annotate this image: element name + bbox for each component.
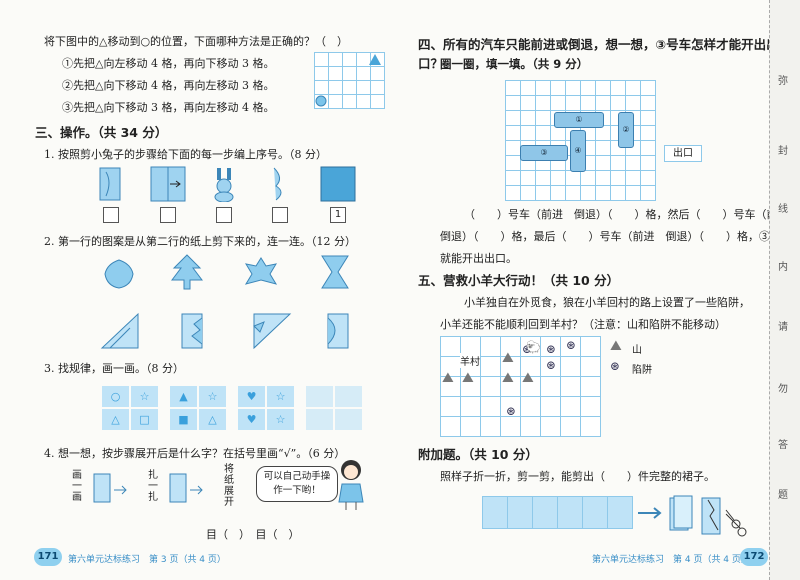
village-label: 羊村 (460, 353, 480, 368)
girl-illustration (338, 460, 364, 510)
exit-label: 出口 (664, 145, 702, 162)
folded-paper-4 (327, 313, 349, 349)
section-4-title: 四、所有的汽车只能前进或倒退，想一想，③号车怎样才能开出出口？ (418, 37, 779, 71)
pattern-2: ▲☆■△ (170, 386, 226, 430)
step-answer-box-filled[interactable]: 1 (330, 207, 346, 223)
q3-text: 3. 找规律，画一画。（8 分） (44, 362, 184, 375)
section-5-title: 五、营救小羊大行动！（共 10 分） (418, 273, 620, 288)
trap-icon: ⊛ (506, 404, 517, 418)
speech-bubble: 可以自己动手操作一下哟！ (256, 466, 338, 502)
half-rabbit-step (273, 167, 282, 201)
cutout-shape-blob (104, 259, 134, 289)
sidebar-char: 题 (778, 490, 788, 501)
step-answer-box[interactable] (160, 207, 176, 223)
legend-trap-label: 陷阱 (632, 365, 652, 376)
page-number-left: 171 (34, 548, 62, 566)
trap-icon: ⊛ (546, 358, 557, 372)
paper-strip (482, 496, 633, 529)
mountain-icon: ⛰ (442, 370, 454, 386)
triangle-icon (369, 54, 381, 65)
q6-text: 将下图中的△移动到○的位置，下面哪种方法是正确的？（ ） (44, 35, 349, 48)
folded-stack-icon (669, 495, 693, 531)
pattern-1: ○☆△□ (102, 386, 158, 430)
mountain-icon: ⛰ (502, 350, 514, 366)
sidebar-char: 内 (778, 262, 788, 273)
step-answer-box[interactable] (103, 207, 119, 223)
folded-paper-icon (93, 473, 127, 503)
sidebar-char: 请 (778, 322, 788, 333)
car-2[interactable]: ② (618, 112, 634, 148)
mountain-icon: ⛰ (462, 370, 474, 386)
folded-paper-3 (253, 313, 292, 350)
section-4-line-3: 就能开出出口。 (440, 252, 517, 265)
arrow-icon (638, 507, 662, 519)
car-3[interactable]: ③ (520, 145, 568, 161)
section-3-title: 三、操作。（共 34 分） (35, 125, 168, 140)
trap-icon: ⊛ (522, 342, 533, 356)
q6-option-1: ①先把△向左移动 4 格，再向下移动 3 格。 (62, 57, 275, 70)
sidebar-char: 弥 (778, 76, 788, 87)
cutout-shape-leaf (244, 257, 278, 285)
section-4-subtitle: 圈一圈，填一填。（共 9 分） (440, 57, 589, 71)
pattern-blank[interactable] (306, 386, 362, 430)
legend-mountain-label: 山 (632, 345, 642, 356)
rabbit-cutout-step (214, 168, 234, 202)
step-label-pierce: 扎一扎 (148, 470, 158, 503)
folded-paper-2 (181, 313, 203, 349)
footer-label-right: 第六单元达标练习 第 4 页（共 4 页） (592, 555, 750, 565)
cutout-shape-tree (171, 254, 203, 290)
section-4-line-1: （ ）号车（前进 倒退）（ ）格，然后（ ）号车（前进 (464, 208, 789, 221)
step-label-draw: 画一画 (72, 470, 82, 503)
extra-text: 照样子折一折，剪一剪，能剪出（ ）件完整的裙子。 (440, 470, 715, 483)
sidebar-char: 答 (778, 440, 788, 451)
q4-text: 4. 想一想，按步骤展开后是什么字？在括号里画“√”。（6 分） (44, 447, 346, 460)
extra-title: 附加题。（共 10 分） (418, 447, 538, 462)
car-1[interactable]: ① (554, 112, 604, 128)
section-5-para-2: 小羊还能不能顺利回到羊村？（注意：山和陷阱不能移动） (440, 318, 726, 331)
folded-paper-1 (100, 312, 139, 349)
legend-trap-icon: ⊛ (610, 359, 621, 373)
q2-text: 2. 第一行的图案是从第二行的纸上剪下来的，连一连。（12 分） (44, 235, 356, 248)
q4-answers: 目（ ） 目（ ） (206, 528, 300, 541)
folded-paper-step (99, 167, 121, 201)
page-number-right: 172 (740, 548, 768, 566)
dress-cut-icon (701, 497, 747, 537)
q6-option-3: ③先把△向下移动 3 格，再向左移动 4 格。 (62, 101, 275, 114)
sheep-icon[interactable]: 🐑 (526, 340, 541, 354)
paper-square-step (150, 166, 186, 202)
footer-label-left: 第六单元达标练习 第 3 页（共 4 页） (68, 555, 226, 565)
mountain-icon: ⛰ (502, 370, 514, 386)
square-paper-step (320, 166, 356, 202)
sidebar-char: 线 (778, 204, 788, 215)
q6-option-2: ②先把△向下移动 4 格，再向左移动 3 格。 (62, 79, 275, 92)
cutout-shape-bowtie (321, 255, 349, 289)
sidebar-char: 封 (778, 146, 788, 157)
legend-mountain-icon: ⛰ (610, 338, 622, 354)
mountain-icon: ⛰ (522, 370, 534, 386)
step-answer-box[interactable] (272, 207, 288, 223)
sidebar-char: 勿 (778, 384, 788, 395)
step-answer-box[interactable] (216, 207, 232, 223)
pattern-3: ♥☆♥☆ (238, 386, 294, 430)
car-4[interactable]: ④ (570, 130, 586, 172)
trap-icon: ⊛ (566, 338, 577, 352)
step-label-unfold: 将纸展开 (224, 464, 234, 508)
q1-text: 1. 按照剪小兔子的步骤给下面的每一步编上序号。（8 分） (44, 148, 327, 161)
section-4-line-2: 倒退）（ ）格，最后（ ）号车（前进 倒退）（ ）格，③号车 (440, 230, 792, 243)
rescue-grid (440, 336, 601, 437)
binding-sidebar: 弥 封 线 内 请 勿 答 题 (769, 0, 800, 580)
circle-icon (315, 95, 327, 107)
pierced-paper-icon (169, 473, 203, 503)
section-5-para-1: 小羊独自在外觅食，狼在小羊回村的路上设置了一些陷阱， (464, 296, 750, 309)
trap-icon: ⊛ (546, 342, 557, 356)
